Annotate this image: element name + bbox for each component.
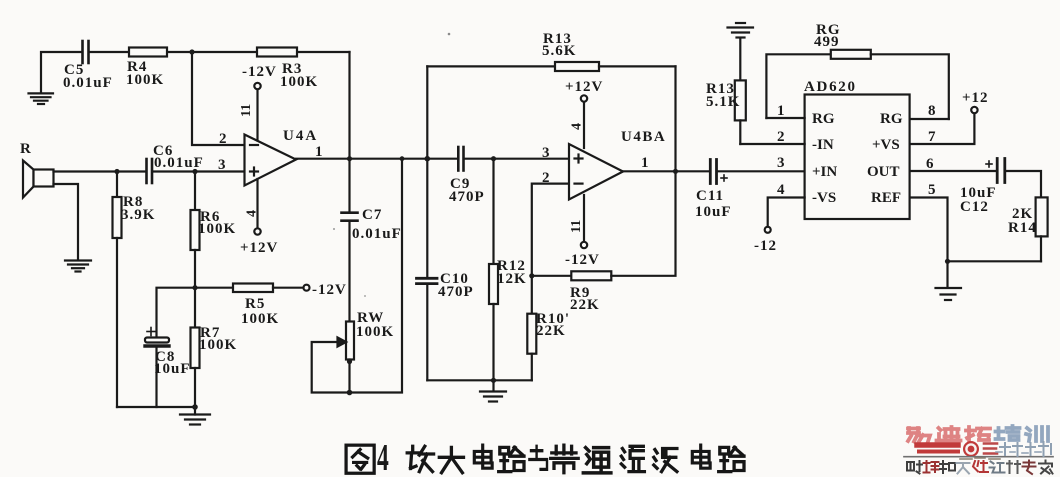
- svg-text:4: 4: [245, 210, 260, 217]
- svg-text:R9: R9: [570, 285, 590, 301]
- svg-text:470P: 470P: [449, 189, 485, 205]
- svg-text:R4: R4: [127, 59, 147, 75]
- svg-text:R: R: [20, 141, 32, 157]
- svg-text:+12V: +12V: [565, 79, 603, 95]
- svg-text:C10: C10: [440, 271, 469, 287]
- svg-text:100K: 100K: [126, 72, 164, 88]
- svg-text:R6: R6: [200, 209, 220, 225]
- svg-text:REF: REF: [871, 190, 901, 206]
- svg-text:2: 2: [219, 131, 228, 147]
- svg-text:-12V: -12V: [242, 64, 277, 80]
- svg-text:+12V: +12V: [240, 240, 278, 256]
- svg-text:C7: C7: [362, 207, 382, 223]
- svg-text:AD620: AD620: [804, 79, 857, 95]
- svg-text:R12: R12: [497, 258, 526, 274]
- svg-text:5.6K: 5.6K: [542, 43, 576, 59]
- svg-text:11: 11: [239, 104, 254, 117]
- svg-text:8: 8: [928, 103, 937, 119]
- svg-text:R10': R10': [536, 311, 570, 327]
- svg-text:6: 6: [926, 156, 935, 172]
- svg-text:470P: 470P: [438, 284, 474, 300]
- svg-text:C9: C9: [450, 176, 470, 192]
- svg-text:R5: R5: [245, 296, 265, 312]
- svg-text:-VS: -VS: [812, 190, 836, 206]
- svg-text:2: 2: [777, 129, 786, 145]
- svg-text:R7: R7: [200, 325, 220, 341]
- svg-text:R8: R8: [123, 194, 143, 210]
- svg-text:100K: 100K: [356, 324, 394, 340]
- svg-text:C8: C8: [155, 349, 175, 365]
- svg-text:100K: 100K: [280, 74, 318, 90]
- svg-text:100K: 100K: [198, 221, 236, 237]
- svg-text:-12V: -12V: [565, 252, 600, 268]
- svg-text:RW: RW: [357, 310, 384, 326]
- svg-text:OUT: OUT: [867, 164, 900, 180]
- svg-text:1: 1: [641, 155, 650, 171]
- svg-text:0.01uF: 0.01uF: [154, 155, 204, 171]
- svg-text:R14: R14: [1008, 220, 1037, 236]
- svg-text:4: 4: [377, 436, 389, 477]
- svg-text:2: 2: [542, 170, 551, 186]
- svg-text:2K: 2K: [1012, 206, 1033, 222]
- svg-text:RG: RG: [816, 22, 841, 38]
- svg-text:10uF: 10uF: [695, 204, 732, 220]
- svg-text:3: 3: [777, 155, 786, 171]
- svg-text:1: 1: [777, 103, 786, 119]
- svg-text:100K: 100K: [199, 337, 237, 353]
- svg-text:10uF: 10uF: [960, 185, 997, 201]
- svg-text:100K: 100K: [241, 311, 279, 327]
- svg-text:4: 4: [570, 123, 585, 130]
- svg-text:+VS: +VS: [872, 137, 900, 153]
- svg-text:7: 7: [928, 129, 937, 145]
- svg-text:12K: 12K: [497, 271, 527, 287]
- svg-text:U4BA: U4BA: [621, 129, 666, 145]
- svg-text:C11: C11: [696, 188, 724, 204]
- svg-text:3: 3: [218, 157, 227, 173]
- svg-text:C6: C6: [153, 143, 173, 159]
- svg-text:22K: 22K: [536, 323, 566, 339]
- svg-text:U4A: U4A: [283, 128, 318, 144]
- svg-text:-IN: -IN: [812, 137, 834, 153]
- svg-text:-12V: -12V: [312, 282, 347, 298]
- svg-text:0.01uF: 0.01uF: [352, 226, 402, 242]
- svg-text:5.1K: 5.1K: [706, 94, 740, 110]
- svg-text:C5: C5: [64, 62, 84, 78]
- svg-text:11: 11: [569, 220, 584, 233]
- svg-text:R13: R13: [543, 31, 572, 47]
- svg-text:C12: C12: [960, 199, 989, 215]
- svg-text:5: 5: [928, 182, 937, 198]
- svg-text:+12: +12: [962, 90, 989, 106]
- svg-text:3.9K: 3.9K: [121, 207, 155, 223]
- svg-text:1: 1: [315, 144, 324, 160]
- svg-text:0.01uF: 0.01uF: [63, 75, 113, 91]
- svg-text:RG: RG: [880, 111, 903, 127]
- svg-text:3: 3: [542, 145, 551, 161]
- svg-text:R3: R3: [282, 61, 302, 77]
- svg-text:+IN: +IN: [812, 164, 837, 180]
- svg-text:499: 499: [814, 34, 840, 50]
- svg-text:RG: RG: [812, 111, 835, 127]
- svg-text:4: 4: [777, 182, 786, 198]
- svg-text:22K: 22K: [570, 297, 600, 313]
- svg-text:-12: -12: [754, 238, 777, 254]
- svg-text:R13: R13: [706, 81, 735, 97]
- svg-text:10uF: 10uF: [154, 361, 191, 377]
